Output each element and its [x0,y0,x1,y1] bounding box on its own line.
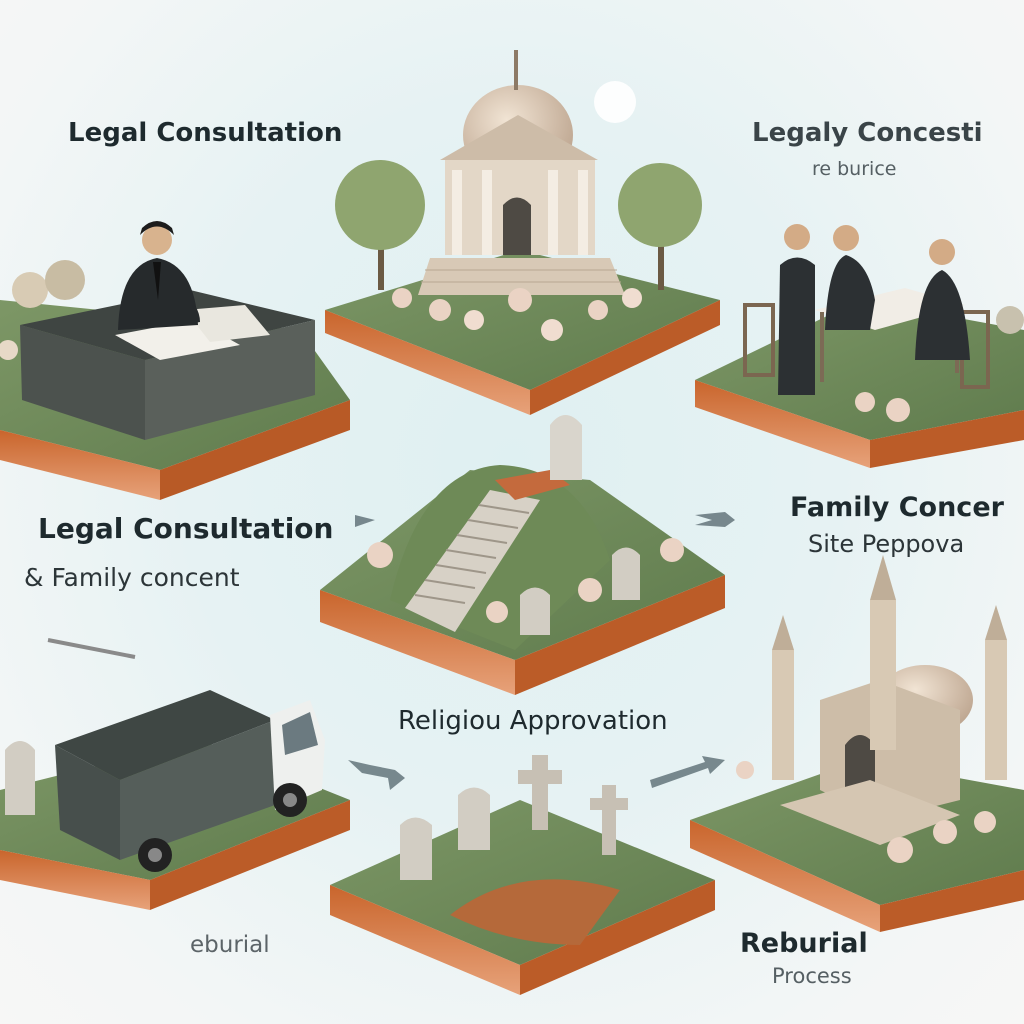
label-legal-consultation-top: Legal Consultation [68,118,343,148]
label-eburial: eburial [190,932,270,958]
tile-grave-hill [320,415,725,695]
tile-mosque [690,555,1024,932]
tile-open-grave [330,755,715,995]
tile-family-meeting [695,224,1024,468]
label-process: Process [772,964,852,988]
tile-mausoleum [325,50,720,415]
tile-legal-office [0,221,350,500]
label-re-burice: re burice [812,158,897,180]
label-site-peppova: Site Peppova [808,530,965,558]
label-family-concent: & Family concent [24,563,240,592]
arrow-icon [355,515,375,527]
arrow-icon [695,512,735,527]
label-reburial: Reburial [740,928,868,959]
arrow-icon [650,756,725,788]
label-legal-consultation-mid: Legal Consultation [38,512,334,545]
tile-hearse [0,638,350,910]
label-legaly-concestion: Legaly Concesti [752,118,983,148]
label-family-concer: Family Concer [790,492,1004,523]
label-religiou-approvation: Religiou Approvation [398,706,668,736]
arrow-icon [348,760,405,790]
flow-arrows [348,512,735,790]
